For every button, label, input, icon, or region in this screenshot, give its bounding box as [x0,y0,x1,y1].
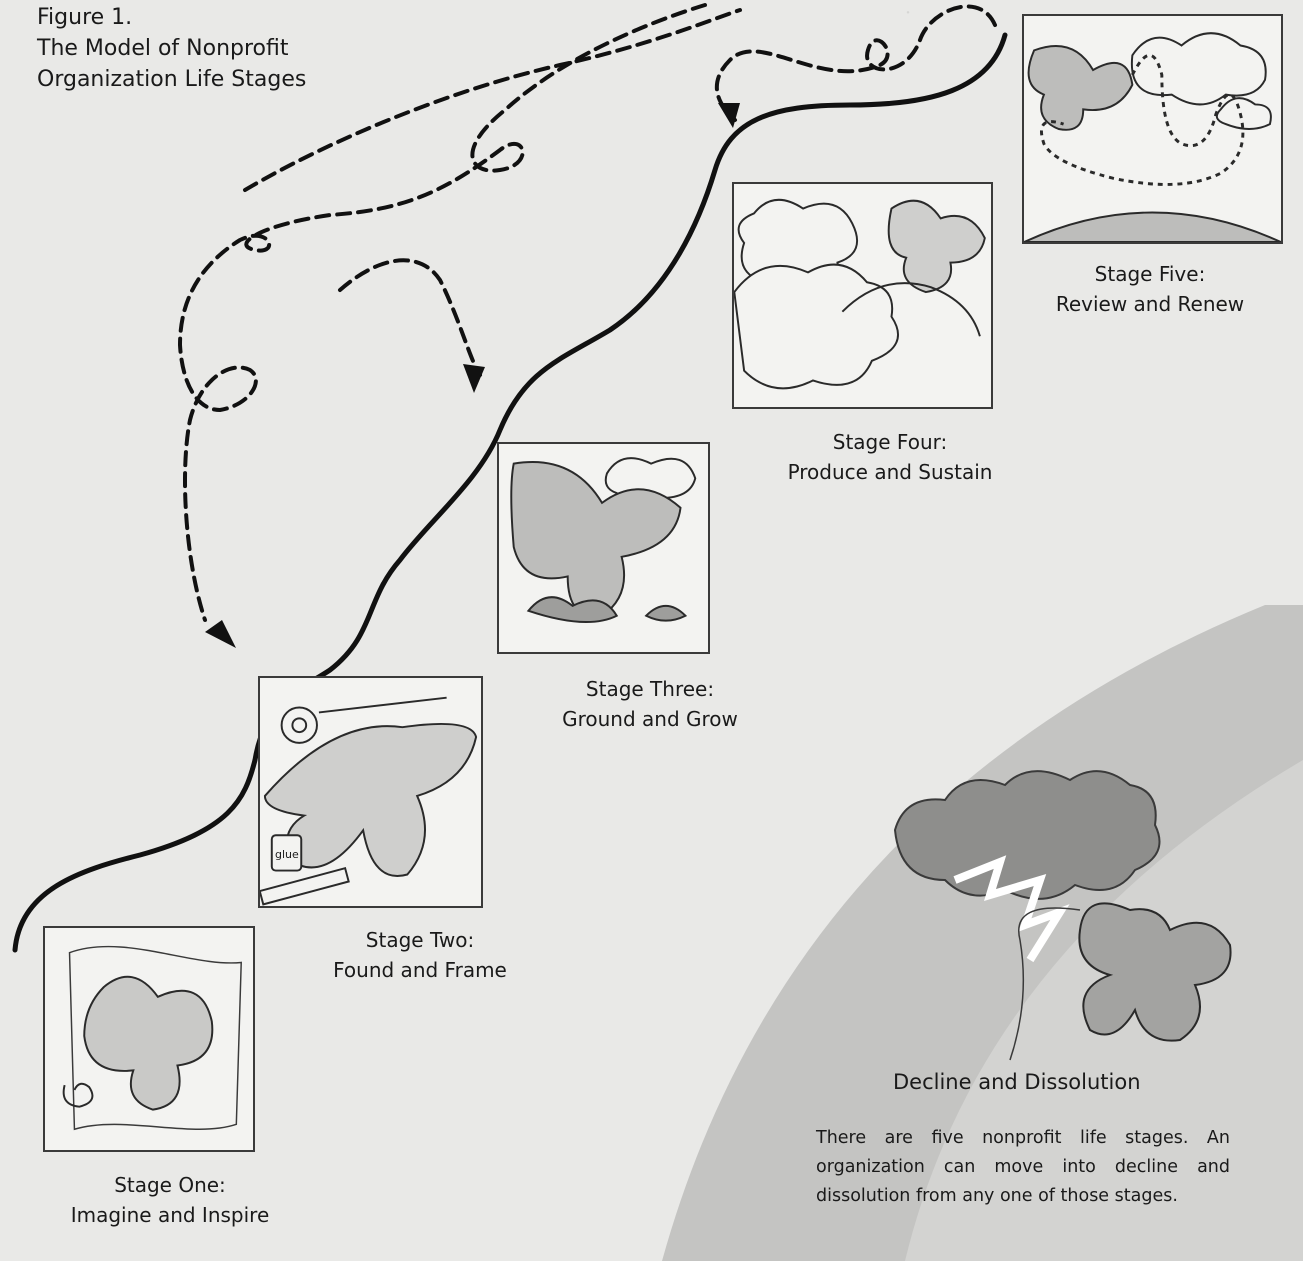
stage-one-caption: Stage One: Imagine and Inspire [48,1170,292,1230]
stage-four-panel [732,182,993,409]
glue-jar-label: glue [275,848,299,861]
decline-note: There are five nonprofit life stages. An… [816,1124,1230,1211]
stage-three-caption: Stage Three: Ground and Grow [530,674,770,734]
arrowhead-to-stage-four [718,103,740,128]
stage-three-subtitle: Ground and Grow [530,704,770,734]
stage-one-panel [43,926,255,1152]
stage-two-panel: glue [258,676,483,908]
stage-one-name: Stage One: [48,1170,292,1200]
stage-five-illustration [1024,16,1281,242]
arrowhead-to-stage-two [205,620,236,648]
stage-one-subtitle: Imagine and Inspire [48,1200,292,1230]
stage-four-subtitle: Produce and Sustain [770,457,1010,487]
figure-label: Figure 1. [37,2,306,33]
stage-two-caption: Stage Two: Found and Frame [300,925,540,985]
stage-five-panel [1022,14,1283,244]
stage-three-name: Stage Three: [530,674,770,704]
stage-two-subtitle: Found and Frame [300,955,540,985]
stage-three-illustration [499,444,708,652]
arrowhead-to-stage-three [463,364,485,393]
figure-title-line-1: The Model of Nonprofit [37,33,306,64]
figure-title: Figure 1. The Model of Nonprofit Organiz… [37,2,306,95]
dashed-flight-path-mid [340,260,480,375]
stage-four-name: Stage Four: [770,427,1010,457]
stage-two-illustration [260,678,481,906]
figure-title-line-2: Organization Life Stages [37,64,306,95]
stage-three-panel [497,442,710,654]
stage-two-name: Stage Two: [300,925,540,955]
stage-one-illustration [45,928,253,1150]
stage-five-caption: Stage Five: Review and Renew [1030,259,1270,319]
stage-four-caption: Stage Four: Produce and Sustain [770,427,1010,487]
stage-five-name: Stage Five: [1030,259,1270,289]
stage-five-subtitle: Review and Renew [1030,289,1270,319]
stage-four-illustration [734,184,991,407]
decline-title: Decline and Dissolution [893,1070,1141,1094]
dashed-flight-path-upper [245,10,740,190]
